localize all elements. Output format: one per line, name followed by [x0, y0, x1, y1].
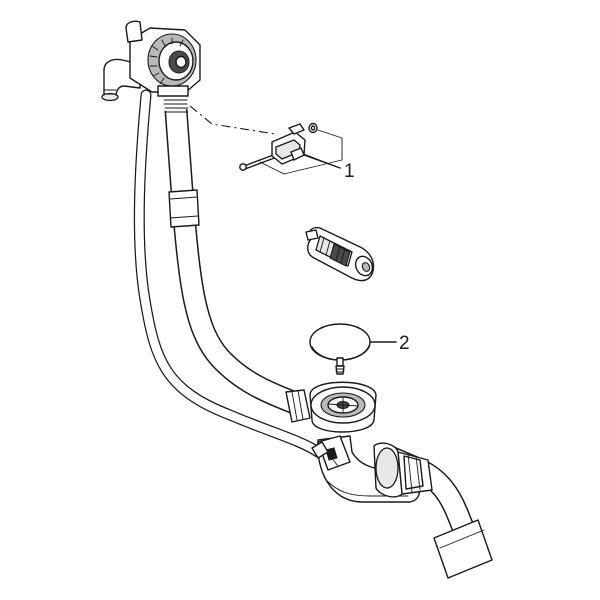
plug-cap: [309, 323, 371, 375]
pipe-coupling-sleeve: [168, 189, 200, 228]
leader-dashed-valve-to-part1: [189, 105, 276, 135]
callout-1-label: 1: [344, 161, 355, 182]
overflow-valve-head: [101, 20, 201, 102]
callout-2: 2: [369, 333, 410, 354]
callout-1: 1: [303, 153, 355, 182]
waste-trap-assembly: [285, 381, 493, 579]
callout-1-leader: [303, 154, 341, 169]
overflow-pipe: [162, 91, 305, 416]
handle-clip-assembly: [239, 122, 343, 175]
spare-cartridge: [305, 226, 375, 282]
flexible-supply-hose: [133, 89, 324, 458]
callout-2-label: 2: [399, 333, 410, 354]
